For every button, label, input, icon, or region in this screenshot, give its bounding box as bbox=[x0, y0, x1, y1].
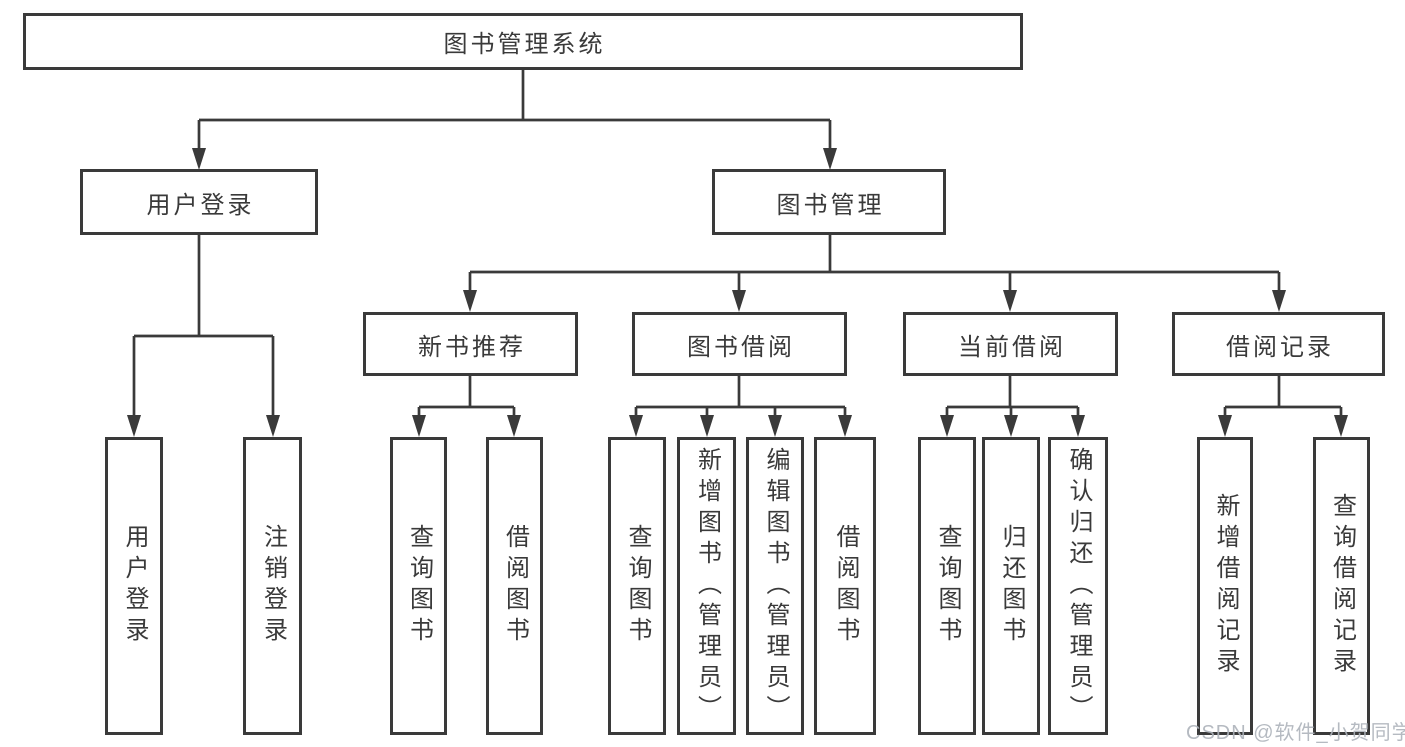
node-user-login: 用户登录 bbox=[80, 169, 318, 235]
node-label: 借阅图书 bbox=[832, 524, 859, 648]
leaf-query-books-current: 查询图书 bbox=[918, 437, 976, 735]
leaf-query-borrow-record: 查询借阅记录 bbox=[1313, 437, 1370, 735]
node-label: 图书管理系统 bbox=[443, 31, 606, 58]
node-label: 新书推荐 bbox=[418, 333, 526, 361]
node-label: 用户登录 bbox=[121, 524, 148, 648]
node-label: 查询图书 bbox=[934, 524, 961, 648]
leaf-logout-login: 注销登录 bbox=[243, 437, 302, 735]
node-label: 归还图书 bbox=[998, 524, 1025, 648]
node-label: 借阅图书 bbox=[501, 524, 529, 648]
leaf-query-books-borrow: 查询图书 bbox=[608, 437, 666, 735]
node-label: 查询图书 bbox=[405, 524, 433, 648]
leaf-edit-books-admin: 编辑图书（管理员） bbox=[746, 437, 804, 735]
node-label: 查询借阅记录 bbox=[1328, 493, 1356, 679]
node-label: 当前借阅 bbox=[958, 333, 1066, 361]
node-label: 查询图书 bbox=[624, 524, 651, 648]
leaf-borrow-books: 借阅图书 bbox=[814, 437, 876, 735]
node-current-borrowing: 当前借阅 bbox=[903, 312, 1118, 376]
node-new-book-recommend: 新书推荐 bbox=[363, 312, 578, 376]
leaf-return-books: 归还图书 bbox=[982, 437, 1040, 735]
node-label: 图书借阅 bbox=[687, 333, 795, 361]
node-label: 借阅记录 bbox=[1226, 333, 1334, 361]
leaf-add-borrow-record: 新增借阅记录 bbox=[1197, 437, 1253, 735]
node-label: 确认归还（管理员） bbox=[1065, 446, 1092, 726]
node-root-book-management-system: 图书管理系统 bbox=[23, 13, 1023, 70]
node-book-management: 图书管理 bbox=[712, 169, 946, 235]
leaf-user-login: 用户登录 bbox=[105, 437, 163, 735]
leaf-query-books-recommend: 查询图书 bbox=[390, 437, 447, 735]
node-label: 新增图书（管理员） bbox=[693, 446, 721, 726]
tree-edges bbox=[132, 70, 1343, 420]
node-label: 新增借阅记录 bbox=[1212, 493, 1239, 679]
leaf-add-books-admin: 新增图书（管理员） bbox=[677, 437, 736, 735]
leaf-confirm-return-admin: 确认归还（管理员） bbox=[1048, 437, 1108, 735]
node-book-borrowing: 图书借阅 bbox=[632, 312, 847, 376]
csdn-watermark: CSDN @软件_小贺同学 bbox=[1186, 722, 1405, 744]
node-label: 编辑图书（管理员） bbox=[762, 446, 789, 726]
node-label: 用户登录 bbox=[146, 191, 255, 219]
node-label: 注销登录 bbox=[259, 524, 287, 648]
node-borrowing-records: 借阅记录 bbox=[1172, 312, 1385, 376]
leaf-borrow-books-recommend: 借阅图书 bbox=[486, 437, 543, 735]
arrowheads bbox=[127, 148, 1348, 437]
node-label: 图书管理 bbox=[776, 191, 885, 219]
